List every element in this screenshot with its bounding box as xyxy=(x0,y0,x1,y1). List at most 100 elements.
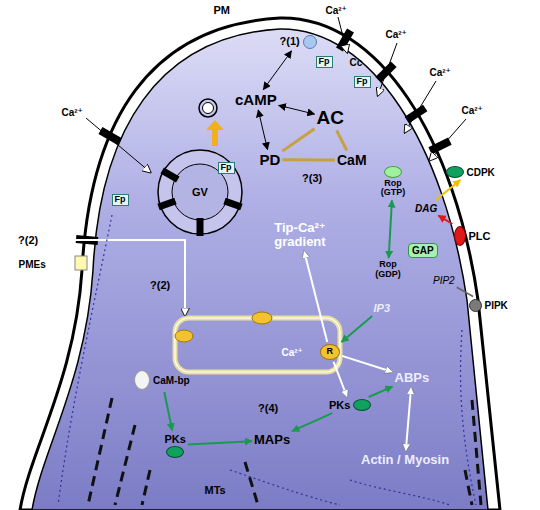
microtubule xyxy=(245,462,258,505)
generative-vesicle: GVFp xyxy=(156,148,244,236)
fp-box: Fp xyxy=(112,194,129,206)
gv-channel xyxy=(157,198,176,211)
exocytosis-arrow xyxy=(206,120,224,146)
protein-ellipse xyxy=(134,370,150,390)
microtubule xyxy=(472,400,481,505)
connector xyxy=(406,387,411,451)
node-text: Fp xyxy=(115,195,126,205)
dotted-strand xyxy=(230,470,340,505)
pipk-enzyme: PIPK xyxy=(469,299,508,312)
protein-kinase: PKs xyxy=(165,433,186,458)
node-text: Fp xyxy=(221,163,232,173)
endoplasmic-reticulum xyxy=(175,312,340,372)
node-text: Tip-Ca²⁺ gradient xyxy=(267,221,333,250)
influx-arrow xyxy=(86,118,150,172)
connector xyxy=(282,158,335,161)
connector xyxy=(369,387,393,397)
influx-arrow xyxy=(378,43,397,95)
connector xyxy=(282,129,314,151)
plasma-membrane xyxy=(32,29,488,510)
part-label: MTs xyxy=(205,484,226,496)
microtubule xyxy=(465,470,472,505)
ion-label: Ca²⁺ xyxy=(386,29,407,40)
connector xyxy=(279,105,315,114)
node-text: R xyxy=(327,347,334,357)
gv-channel xyxy=(160,167,179,182)
node-text: MAPs xyxy=(254,433,290,447)
node-text: PIPK xyxy=(485,300,508,311)
enzyme-ellipse xyxy=(446,166,464,178)
connector xyxy=(435,180,460,201)
fp-box: Fp xyxy=(218,162,235,174)
influx-arrow xyxy=(430,119,466,160)
molecule-label: ABPs xyxy=(395,371,430,385)
node-text: CDPK xyxy=(467,167,495,178)
fp-box: Fp xyxy=(354,76,371,88)
node-text: AC xyxy=(317,108,344,129)
connector xyxy=(164,392,172,431)
cell-wall xyxy=(20,18,500,510)
node-text: Rop (GTP) xyxy=(377,179,409,199)
node-text: CaM xyxy=(337,153,367,168)
callout-number: ?(2) xyxy=(150,279,170,291)
membrane-label: PM xyxy=(214,4,231,16)
er-outline xyxy=(175,318,340,372)
molecule-label: AC xyxy=(317,108,344,129)
dotted-strand xyxy=(58,215,112,505)
receptor-circle xyxy=(303,35,317,49)
node-text: GAP xyxy=(412,245,434,256)
channel xyxy=(98,127,121,145)
rop-ellipse xyxy=(384,166,402,178)
node-text: Fp xyxy=(357,77,368,87)
connector xyxy=(258,110,267,150)
callout-number: ?(4) xyxy=(258,402,278,414)
er-receptor: R xyxy=(320,344,341,360)
ion-label: Ca²⁺ xyxy=(462,105,483,116)
molecule-label: MAPs xyxy=(254,433,290,447)
node-text: CaM-bp xyxy=(153,375,190,386)
pme-box xyxy=(75,256,87,270)
node-text: PIP2 xyxy=(433,275,455,286)
connector xyxy=(304,251,327,342)
channel xyxy=(336,28,354,51)
connector xyxy=(337,130,347,150)
connector xyxy=(342,316,373,342)
node-text: PKs xyxy=(329,399,350,411)
connector xyxy=(457,287,473,296)
kinase-ellipse xyxy=(353,399,371,411)
influx-arrow xyxy=(338,17,347,52)
node-text: IP3 xyxy=(374,302,391,314)
gv-channel xyxy=(223,198,242,211)
channel-label: Cc xyxy=(350,57,363,68)
microtubule xyxy=(88,398,112,505)
connector xyxy=(334,362,348,397)
cam-binding-protein: CaM-bp xyxy=(134,370,190,390)
vesicle xyxy=(199,99,224,146)
fp-box: Fp xyxy=(316,56,333,68)
rop-gtp: Rop (GTP) xyxy=(377,166,409,199)
ion-label: Ca²⁺ xyxy=(282,347,303,358)
connector xyxy=(342,356,393,372)
channel xyxy=(428,138,451,155)
node-text: PKs xyxy=(165,433,186,445)
cdpk-enzyme: CDPK xyxy=(446,166,495,178)
unknown-receptor: ?(1) xyxy=(280,35,317,49)
kinase-ellipse xyxy=(166,446,184,458)
gap-box: GAP xyxy=(408,243,438,258)
node-text: ABPs xyxy=(395,371,430,385)
node-text: DAG xyxy=(415,203,437,214)
ion-label: Ca²⁺ xyxy=(430,67,451,78)
gradient-label: Tip-Ca²⁺ gradient xyxy=(267,221,333,250)
node-text: Rop (GDP) xyxy=(372,260,404,280)
node-text: Fp xyxy=(319,57,330,67)
node-text: Actin / Myosin xyxy=(361,453,449,467)
er-receptor xyxy=(252,312,272,324)
er-network xyxy=(58,215,476,505)
callout-number: ?(3) xyxy=(302,172,322,184)
connector xyxy=(188,441,252,444)
callout-number: ?(2) xyxy=(18,234,38,246)
pme-arrow xyxy=(48,240,185,315)
influx-arrow xyxy=(405,81,436,132)
node-text: ?(1) xyxy=(280,35,300,47)
